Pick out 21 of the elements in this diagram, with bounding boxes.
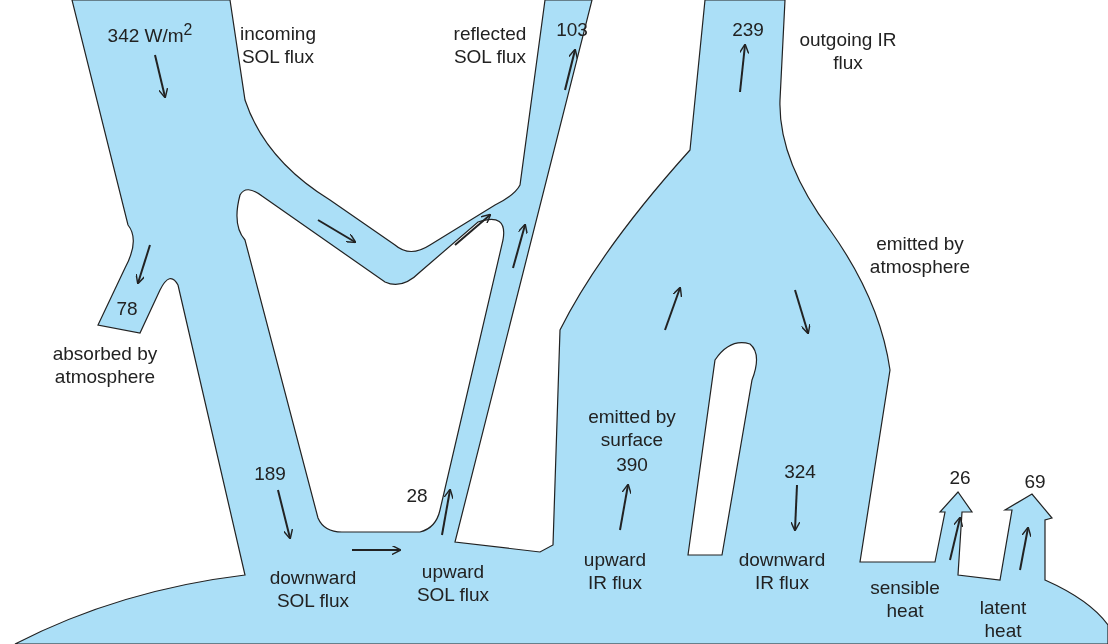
flux-label: outgoing IR flux <box>798 28 898 74</box>
flux-label: 390 <box>616 453 648 476</box>
flux-label: emitted by surface <box>587 405 677 451</box>
flux-label: 189 <box>254 462 286 485</box>
flux-label: 324 <box>784 460 816 483</box>
flux-label: downward SOL flux <box>268 566 358 612</box>
flux-label: downward IR flux <box>737 548 827 594</box>
flux-label: emitted by atmosphere <box>868 232 972 278</box>
flux-label: 69 <box>1024 470 1046 493</box>
flux-label: 342 W/m$^{2}$ <box>107 20 193 48</box>
flux-label: 26 <box>949 466 971 489</box>
flux-label: reflected SOL flux <box>452 22 528 68</box>
flux-label: latent heat <box>978 596 1028 642</box>
flux-label: upward IR flux <box>582 548 648 594</box>
flux-label: sensible heat <box>869 576 941 622</box>
flux-label: absorbed by atmosphere <box>51 342 159 388</box>
flux-label: upward SOL flux <box>415 560 491 606</box>
flux-label: 28 <box>406 484 428 507</box>
flux-label: 239 <box>732 18 764 41</box>
flux-label: incoming SOL flux <box>238 22 317 68</box>
flux-label: 78 <box>116 297 138 320</box>
